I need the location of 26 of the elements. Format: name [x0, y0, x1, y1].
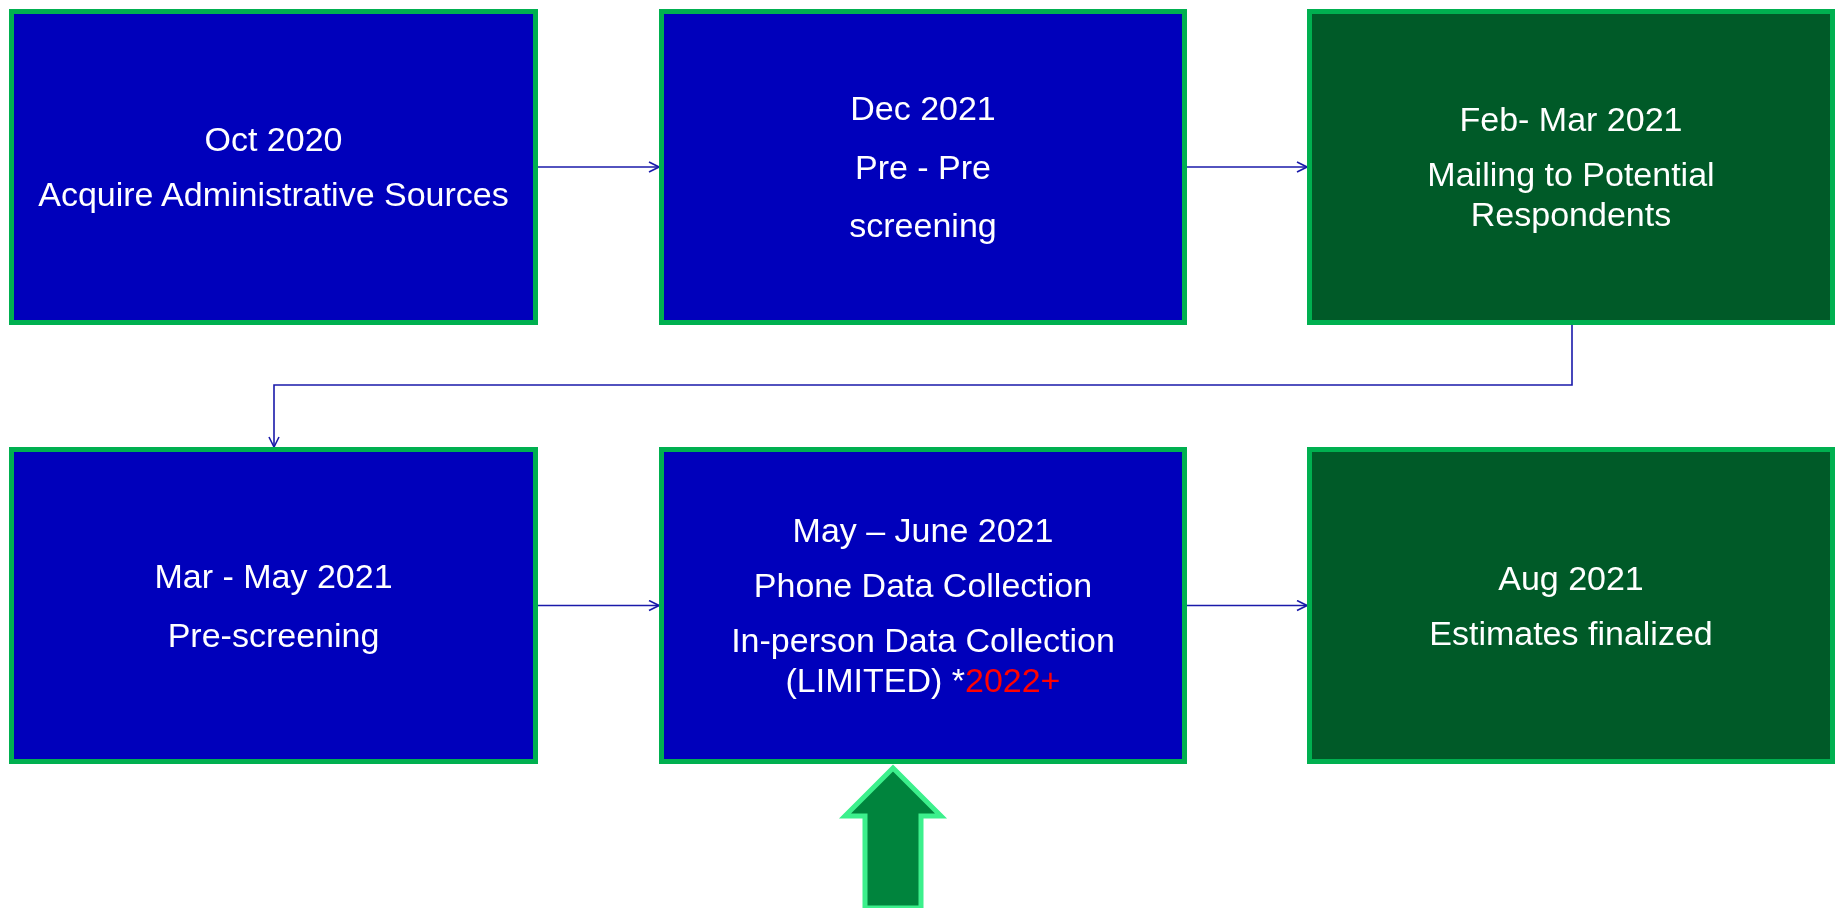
arrow — [537, 599, 660, 612]
box-text: Mar - May 2021 — [154, 555, 393, 597]
box-text: Estimates finalized — [1429, 612, 1713, 654]
box-text: screening — [849, 205, 997, 247]
arrow — [1186, 599, 1308, 612]
process-box — [1307, 447, 1835, 764]
box-text: Feb- Mar 2021 — [1459, 98, 1683, 140]
box-text: Pre - Pre — [854, 146, 991, 188]
box-text: Aug 2021 — [1498, 557, 1644, 599]
box-text: Phone Data Collection — [753, 564, 1093, 606]
arrow — [268, 324, 1573, 448]
box-text: Mailing to Potential Respondents — [1426, 153, 1716, 236]
box-text: May – June 2021 — [792, 509, 1054, 551]
box-text: Dec 2021 — [850, 87, 996, 129]
process-box — [9, 447, 538, 764]
process-box — [1307, 9, 1835, 325]
box-text: In-person Data Collection (LIMITED) *2022+ — [730, 619, 1116, 702]
box-text: Oct 2020 — [204, 119, 343, 160]
arrow — [537, 161, 660, 173]
arrow — [1186, 161, 1308, 173]
process-box — [659, 447, 1187, 764]
box-text: Acquire Administrative Sources — [38, 174, 509, 215]
process-box — [659, 9, 1187, 325]
block-arrow — [838, 764, 948, 908]
box-text: Pre-screening — [167, 614, 380, 656]
process-box — [9, 9, 538, 325]
